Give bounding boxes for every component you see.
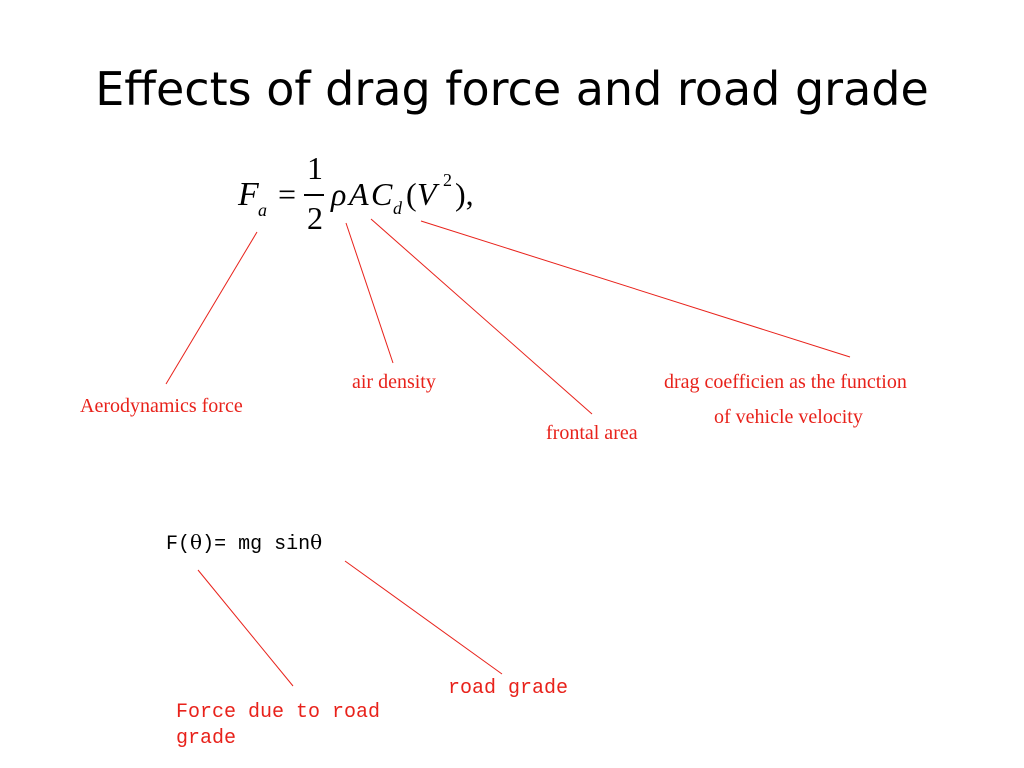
pointer-drag-coeff [420, 220, 851, 358]
pointer-force-road-grade [197, 569, 294, 687]
formula-rparen-comma: ), [455, 176, 474, 212]
pointer-aero-force [165, 231, 258, 385]
formula-sub-d: d [393, 198, 402, 218]
label-air-density: air density [352, 371, 436, 393]
formula2-mid: )= mg sin [202, 533, 311, 556]
formula-A: A [349, 176, 369, 212]
formula-rho: ρ [331, 176, 347, 212]
label-road-grade: road grade [448, 677, 569, 700]
label-aerodynamics-force: Aerodynamics force [80, 395, 243, 417]
formula-numerator: 1 [307, 150, 323, 186]
label-drag-coefficient-line1: drag coefficien as the function [664, 371, 907, 393]
formula-denominator: 2 [307, 200, 323, 236]
formula-equals: = [278, 176, 297, 212]
pointer-frontal-area [370, 218, 593, 415]
formula-F: F [238, 176, 259, 213]
formula2-theta: θ [190, 530, 203, 554]
label-drag-coefficient-line2: of vehicle velocity [714, 406, 863, 428]
formula-C: C [371, 176, 393, 212]
formula2-left: F( [166, 533, 191, 556]
slide-title: Effects of drag force and road grade [95, 62, 929, 116]
label-force-road-grade-line1: Force due to road [176, 701, 381, 724]
formula-V: V [417, 176, 437, 212]
formula-sub-a: a [258, 200, 267, 220]
formula2-theta-2: θ [310, 530, 323, 554]
drag-force-formula: F a = 1 2 ρ A C d ( V 2 ), [238, 150, 488, 240]
pointer-air-density [345, 222, 394, 364]
formula-lparen: ( [406, 176, 417, 212]
formula-sup-2: 2 [443, 170, 452, 190]
pointer-road-grade [344, 560, 503, 675]
label-force-road-grade-line2: grade [176, 727, 237, 750]
road-grade-formula: F(θ)= mg sinθ [166, 530, 322, 556]
fraction-bar [304, 194, 324, 196]
label-frontal-area: frontal area [546, 422, 638, 444]
